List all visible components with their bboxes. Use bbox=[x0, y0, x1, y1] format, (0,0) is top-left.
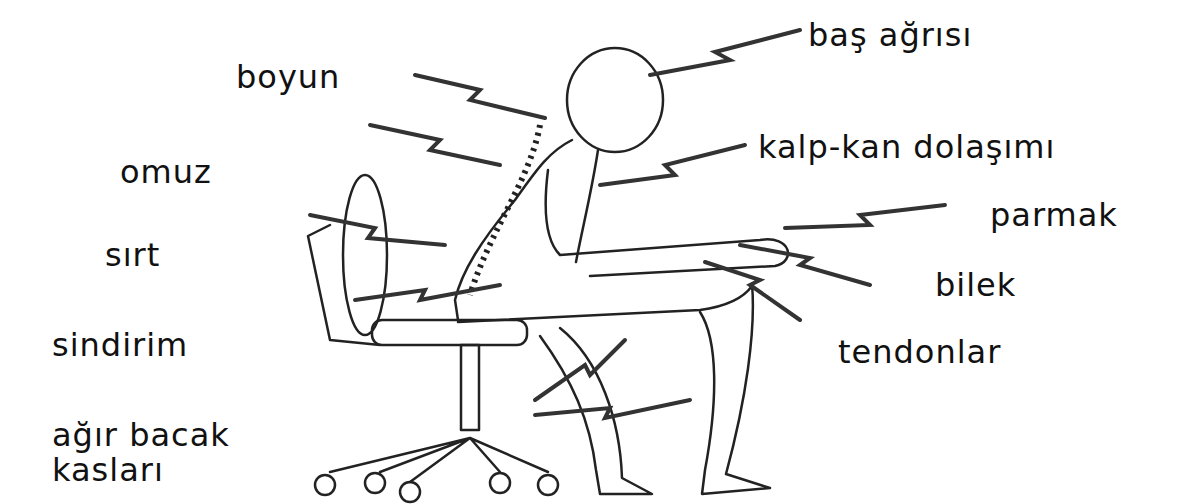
pain-bolt bbox=[370, 125, 500, 165]
pain-bolt bbox=[415, 75, 545, 118]
pain-bolt bbox=[650, 30, 800, 75]
chair-wheel bbox=[365, 473, 385, 493]
pain-bolt bbox=[600, 145, 745, 185]
body-part-label: omuz bbox=[120, 155, 212, 190]
chair-wheel bbox=[538, 475, 558, 495]
chair-column bbox=[461, 345, 479, 430]
body-part-label: sırt bbox=[105, 238, 160, 273]
chair-backrest bbox=[343, 175, 387, 335]
chair-wheel bbox=[315, 475, 335, 495]
person-spine bbox=[470, 125, 540, 295]
chair-seat bbox=[372, 320, 527, 345]
chair-wheel bbox=[490, 473, 510, 493]
pain-bolt bbox=[705, 262, 800, 320]
body-part-label: tendonlar bbox=[838, 335, 1001, 370]
pain-bolt bbox=[785, 205, 945, 228]
body-part-label: ağır bacak kasları bbox=[52, 418, 267, 488]
pain-bolt bbox=[310, 215, 445, 245]
body-part-label: boyun bbox=[236, 60, 340, 95]
chair-base bbox=[330, 438, 548, 482]
body-part-label: kalp-kan dolaşımı bbox=[758, 130, 1055, 165]
person-back bbox=[455, 140, 572, 320]
chair-wheel bbox=[400, 482, 420, 502]
body-part-label: parmak bbox=[990, 198, 1118, 233]
person-arm bbox=[546, 170, 788, 276]
person-thigh bbox=[458, 286, 752, 322]
person-head bbox=[567, 48, 663, 152]
body-part-label: sindirim bbox=[52, 328, 188, 363]
person-front-leg bbox=[700, 284, 770, 494]
pain-bolt bbox=[535, 400, 690, 418]
chair-support bbox=[308, 225, 380, 345]
pain-bolt bbox=[355, 285, 500, 300]
person-chest bbox=[576, 150, 598, 262]
pain-bolt bbox=[535, 340, 625, 400]
body-part-label: bilek bbox=[935, 268, 1016, 303]
body-part-label: baş ağrısı bbox=[808, 18, 972, 53]
